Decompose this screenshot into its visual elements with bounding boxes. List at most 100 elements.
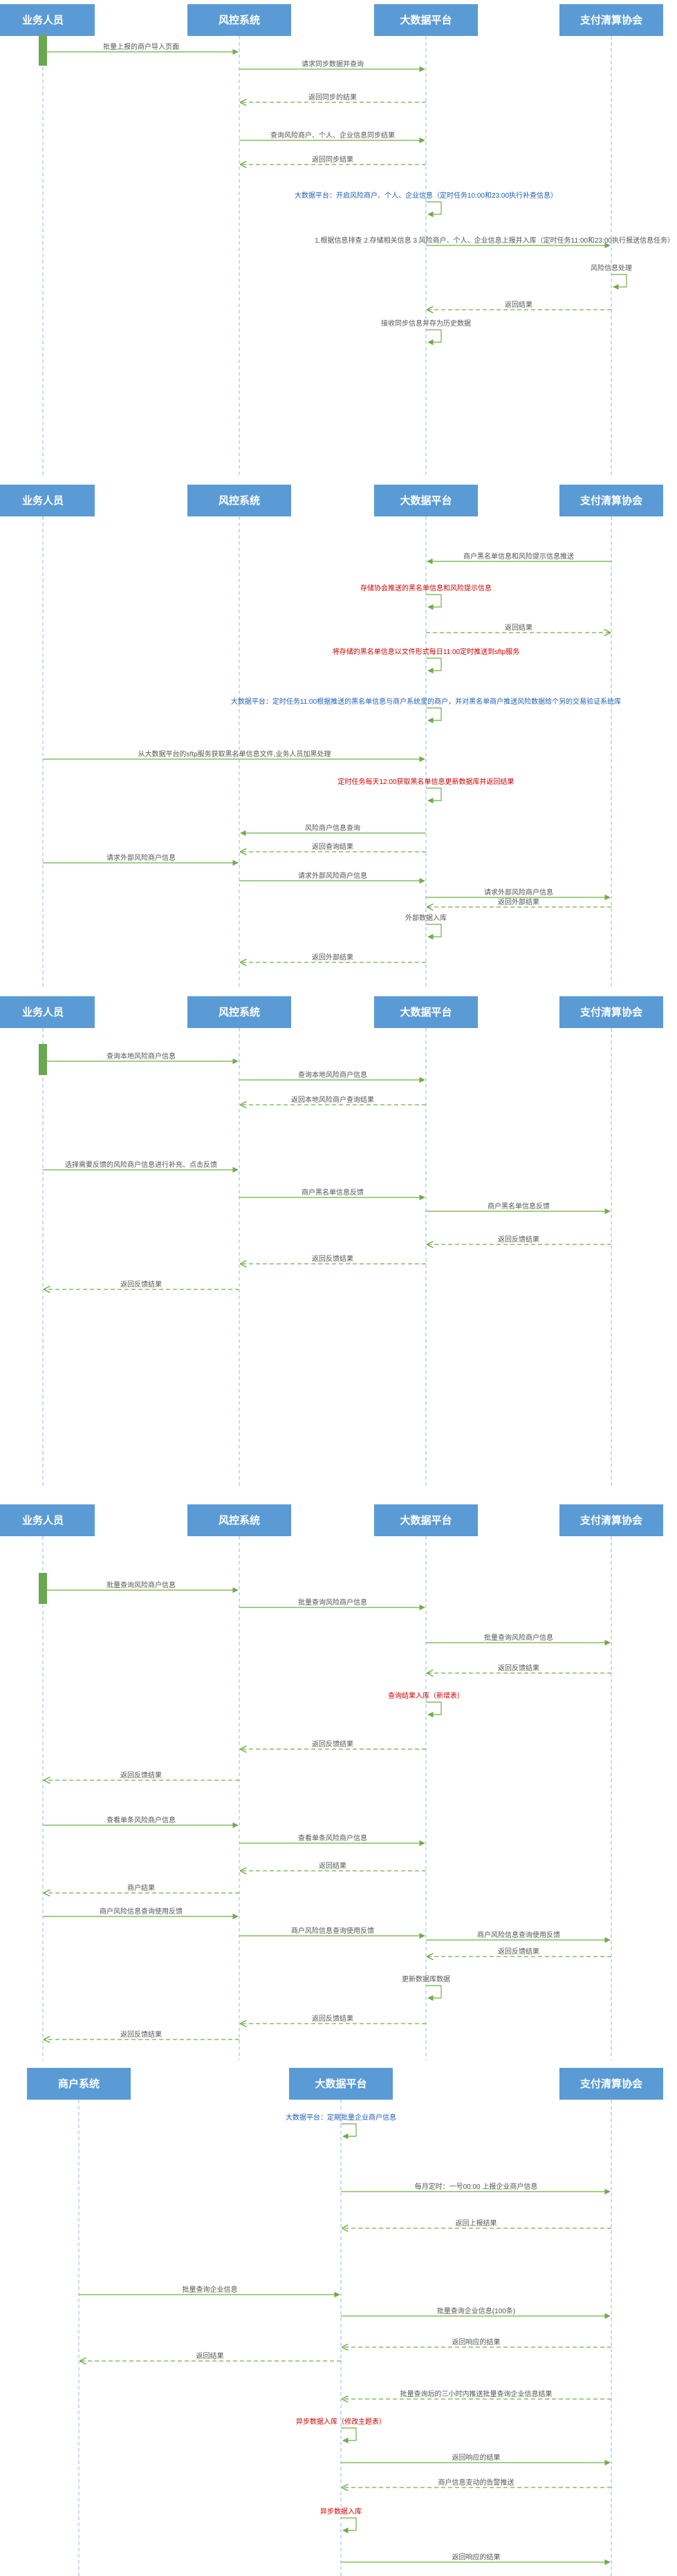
message: 返回结果 bbox=[241, 1861, 426, 1871]
participant-header bbox=[0, 4, 95, 36]
diagram-section-1: 业务人员风控系统大数据平台支付清算协会批量上报的商户导入页面请求同步数据并查询返… bbox=[0, 4, 674, 477]
message-label: 请求外部风险商户信息 bbox=[484, 888, 553, 897]
message-label: 商户黑名单信息反馈 bbox=[488, 1202, 550, 1211]
message-label: 请求外部风险商户信息 bbox=[298, 871, 367, 880]
message: 商户黑名单信息反馈 bbox=[239, 1188, 425, 1201]
diagram-section-4: 业务人员风控系统大数据平台支付清算协会批量查询风险商户信息批量查询风险商户信息批… bbox=[0, 1504, 663, 2060]
message-label: 1.根据信息排查 2.存储相关信息 3.风险商户、个人、企业信息上报并入库（定时… bbox=[315, 236, 674, 245]
message: 返回外部结果 bbox=[241, 953, 426, 962]
message-label: 返回结果 bbox=[319, 1861, 346, 1870]
message: 请求外部风险商户信息 bbox=[426, 888, 611, 901]
activation-bar bbox=[39, 1044, 47, 1075]
message: 查询本地风险商户信息 bbox=[43, 1052, 239, 1065]
participant-header bbox=[374, 1504, 478, 1536]
message-label: 返回反馈结果 bbox=[498, 1663, 539, 1672]
message: 风险商户信息查询 bbox=[240, 823, 426, 837]
message-label: 每月定时：一号00:00 上报企业商户信息 bbox=[415, 2182, 538, 2191]
message-label: 返回反馈结果 bbox=[312, 1254, 353, 1263]
message-label: 商户风险信息查询使用反馈 bbox=[477, 1930, 560, 1939]
message-label: 返回反馈结果 bbox=[120, 1280, 162, 1289]
participant-header bbox=[0, 1504, 95, 1536]
message-label: 返回反馈结果 bbox=[312, 2014, 353, 2023]
message-label: 异步数据入库 bbox=[320, 2507, 362, 2516]
message-label: 更新数据库数据 bbox=[402, 1975, 450, 1984]
message-label: 商户信息变动的告警推送 bbox=[438, 2478, 514, 2487]
message: 返回反馈结果 bbox=[44, 1280, 239, 1289]
message-label: 商户黑名单信息反馈 bbox=[302, 1188, 364, 1197]
diagram-section-5: 商户系统大数据平台支付清算协会大数据平台：定期批量企业商户信息每月定时：一号00… bbox=[27, 2068, 663, 2576]
message: 返回反馈结果 bbox=[241, 1739, 426, 1749]
message: 批量查询企业信息(100条) bbox=[341, 2306, 611, 2320]
message-label: 请求外部风险商户信息 bbox=[106, 853, 176, 862]
self-message-arrow bbox=[341, 2123, 357, 2140]
self-message-arrow bbox=[426, 1985, 442, 2001]
diagram-section-2: 业务人员风控系统大数据平台支付清算协会商户黑名单信息和风险提示信息推送存储协会推… bbox=[0, 485, 663, 989]
participant-label: 业务人员 bbox=[22, 1006, 64, 1018]
message-label: 返回反馈结果 bbox=[120, 2030, 162, 2039]
message: 将存储的黑名单信息以文件形式每日11:00定时推送到sftp服务 bbox=[333, 647, 519, 674]
message-label: 商户风险信息查询使用反馈 bbox=[100, 1907, 183, 1916]
message: 批量查询风险商户信息 bbox=[43, 1580, 239, 1594]
message-label: 返回响应的结果 bbox=[452, 2453, 501, 2462]
message-label: 商户风险信息查询使用反馈 bbox=[291, 1926, 374, 1935]
message: 返回同步结果 bbox=[241, 155, 426, 165]
participant-label: 风控系统 bbox=[219, 1006, 260, 1018]
message-label: 接收同步信息并存为历史数据 bbox=[381, 319, 471, 328]
participant-label: 风控系统 bbox=[219, 14, 260, 26]
self-message-arrow bbox=[426, 707, 442, 724]
message: 请求同步数据并查询 bbox=[239, 59, 425, 73]
message-label: 选择需要反馈的风险商户信息进行补充、点击反馈 bbox=[65, 1160, 217, 1169]
message-label: 返回同步的结果 bbox=[308, 93, 357, 102]
diagram-section-3: 业务人员风控系统大数据平台支付清算协会查询本地风险商户信息查询本地风险商户信息返… bbox=[0, 996, 663, 1486]
message-label: 批量查询后的三小时内推送批量查询企业信息结果 bbox=[400, 2389, 553, 2398]
message: 查看单条风险商户信息 bbox=[239, 1833, 425, 1847]
participant-header bbox=[187, 485, 291, 516]
message: 请求外部风险商户信息 bbox=[239, 871, 425, 884]
participant-label: 风控系统 bbox=[219, 1514, 260, 1527]
message-label: 返回响应的结果 bbox=[452, 2552, 501, 2561]
self-message-arrow bbox=[426, 787, 442, 804]
participant-header bbox=[559, 485, 663, 516]
message: 返回反馈结果 bbox=[44, 1771, 239, 1780]
message: 返回反馈结果 bbox=[427, 1235, 611, 1244]
participant-header bbox=[289, 2068, 393, 2100]
message-label: 查询风险商户、个人、企业信息同步结果 bbox=[270, 131, 395, 140]
message-label: 请求同步数据并查询 bbox=[302, 59, 364, 68]
self-message-arrow bbox=[426, 924, 442, 940]
message: 返回结果 bbox=[80, 2351, 341, 2361]
participant-header bbox=[187, 996, 291, 1028]
message-label: 返回响应的结果 bbox=[452, 2337, 501, 2346]
message-label: 大数据平台：定期批量企业商户信息 bbox=[286, 2113, 396, 2122]
message: 返回响应的结果 bbox=[341, 2453, 611, 2466]
message: 风险信息处理 bbox=[591, 263, 632, 290]
message-label: 返回外部结果 bbox=[498, 897, 539, 906]
message: 从大数据平台的sftp服务获取黑名单信息文件,业务人员加黑处理 bbox=[43, 749, 425, 763]
message-label: 异步数据入库（修改主题表） bbox=[296, 2417, 386, 2426]
message: 返回外部结果 bbox=[427, 897, 611, 907]
participant-label: 支付清算协会 bbox=[579, 1006, 642, 1018]
message-label: 返回反馈结果 bbox=[498, 1235, 539, 1244]
message: 返回结果 bbox=[427, 300, 611, 310]
message-label: 返回反馈结果 bbox=[312, 1739, 353, 1748]
message-label: 返回上报结果 bbox=[456, 2219, 497, 2228]
message: 返回反馈结果 bbox=[44, 2030, 239, 2040]
participant-header bbox=[559, 2068, 663, 2100]
message: 异步数据入库（修改主题表） bbox=[296, 2417, 386, 2444]
participant-header bbox=[0, 485, 95, 516]
message-label: 查询本地风险商户信息 bbox=[106, 1052, 176, 1061]
self-message-arrow bbox=[426, 201, 442, 218]
participant-label: 风控系统 bbox=[219, 494, 260, 507]
participant-header bbox=[559, 1504, 663, 1536]
message: 返回反馈结果 bbox=[241, 1254, 426, 1264]
activation-bar bbox=[39, 35, 47, 66]
participant-header bbox=[559, 996, 663, 1028]
participant-label: 支付清算协会 bbox=[579, 14, 642, 26]
message-label: 定时任务每天12:00获取黑名单信息更新数据库并返回结果 bbox=[337, 777, 514, 786]
message-label: 返回本地风险商户查询结果 bbox=[291, 1095, 374, 1104]
message-label: 将存储的黑名单信息以文件形式每日11:00定时推送到sftp服务 bbox=[333, 647, 519, 656]
participant-header bbox=[559, 4, 663, 36]
message: 1.根据信息排查 2.存储相关信息 3.风险商户、个人、企业信息上报并入库（定时… bbox=[315, 236, 674, 249]
message: 商户黑名单信息和风险提示信息推送 bbox=[427, 552, 611, 565]
message: 外部数据入库 bbox=[405, 913, 447, 940]
